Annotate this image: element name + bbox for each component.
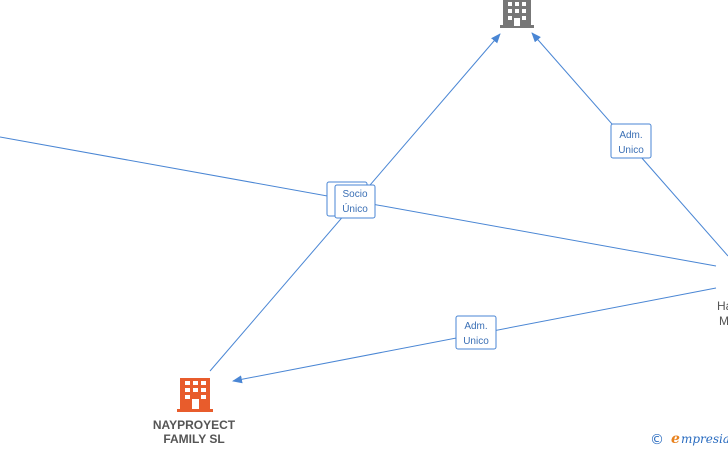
empresia-watermark: © e mpresia <box>650 431 728 448</box>
node-label-line: NAYPROYECT <box>153 418 236 432</box>
watermark-text: mpresia <box>681 432 728 446</box>
edge-label-line: Unico <box>463 336 489 347</box>
node-label-line: Ha <box>717 299 728 313</box>
edge-label-socio-unico: Socio Único <box>334 184 376 219</box>
node-nayproyect[interactable]: NAYPROYECT FAMILY SL <box>153 378 236 446</box>
edge-label-line: Único <box>342 202 368 215</box>
edge-label-line: Adm. <box>464 321 487 332</box>
copyright-icon: © <box>650 432 664 448</box>
edge-label-line: Adm. <box>619 130 642 141</box>
node-right-person[interactable]: Ha M <box>717 299 728 328</box>
watermark-e-letter: e <box>671 431 680 447</box>
edge-label-adm-unico-top: Adm. Unico <box>610 123 652 159</box>
edge-label-line: Socio <box>342 189 367 200</box>
building-windows <box>508 2 526 26</box>
edge-label-line: Unico <box>618 145 644 156</box>
node-label-line: M <box>719 314 728 328</box>
node-top-company[interactable] <box>500 0 534 28</box>
edge-label-adm-unico-bottom: Adm. Unico <box>455 315 497 350</box>
node-label-line: FAMILY SL <box>163 432 224 446</box>
building-icon <box>177 378 213 412</box>
